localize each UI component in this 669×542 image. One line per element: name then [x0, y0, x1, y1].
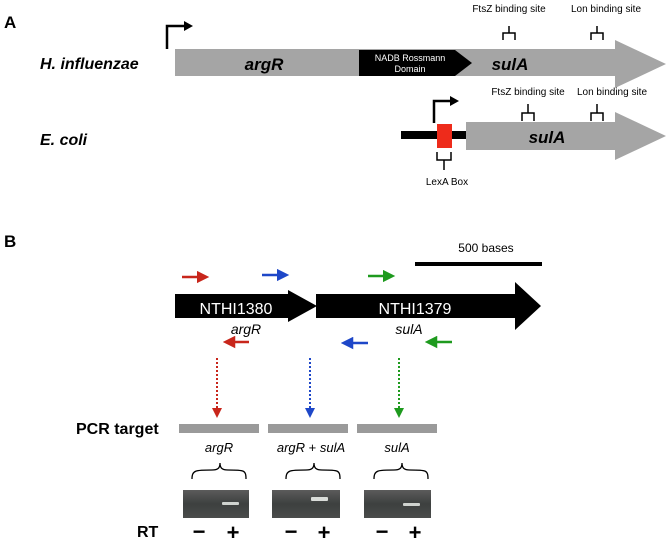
scale-bar [415, 262, 542, 266]
gene-nthi1379-id: NTHI1379 [379, 301, 452, 318]
hinf-lon-bracket [590, 26, 604, 40]
gel-image-3 [364, 490, 431, 518]
ecoli-upstream-line [401, 131, 467, 139]
ecoli-promoter-arrow [432, 96, 459, 123]
gel-brace-2 [285, 462, 341, 480]
pcr-target-bar-3 [357, 424, 437, 433]
hinf-sulA-label: sulA [492, 55, 529, 74]
ecoli-lon-bracket [590, 104, 604, 121]
gel-image-2 [272, 490, 340, 518]
gel-band-3 [403, 503, 420, 506]
gel-band-1 [222, 502, 239, 505]
ecoli-ftsz-bracket [521, 104, 535, 121]
gene-nthi1380-name: argR [231, 321, 261, 337]
gene-nthi1380-arrow [175, 290, 317, 322]
pcr-target-3-label: sulA [384, 440, 409, 455]
ecoli-sulA-arrow [466, 112, 666, 160]
hinf-lon-label: Lon binding site [571, 4, 641, 15]
ecoli-lon-label: Lon binding site [577, 87, 647, 98]
ecoli-organism-label: E. coli [40, 132, 88, 149]
pcr-target-1-label: argR [205, 440, 233, 455]
gene-nthi1379-arrow [316, 282, 541, 330]
rt-minus-1: − [193, 519, 206, 542]
scale-bar-label: 500 bases [458, 241, 513, 255]
nadb-domain-line1: NADB Rossmann [375, 53, 446, 63]
rt-label: RT [137, 524, 159, 541]
ecoli-ftsz-label: FtsZ binding site [491, 87, 565, 98]
ecoli-sulA-label: sulA [529, 128, 566, 147]
pcr-target-2-label: argR + sulA [277, 440, 345, 455]
lexa-bracket [436, 152, 452, 170]
lexa-box [437, 124, 452, 148]
panel-a-label: A [4, 13, 16, 32]
rt-plus-2: + [318, 520, 331, 542]
rt-minus-3: − [376, 519, 389, 542]
pcr-target-bar-1 [179, 424, 259, 433]
rt-plus-1: + [227, 520, 240, 542]
hinf-argR-label: argR [245, 55, 284, 74]
nadb-domain-line2: Domain [394, 64, 425, 74]
pcr-target-bar-2 [268, 424, 348, 433]
gel-band-2 [311, 497, 328, 501]
hinf-promoter-arrow [165, 21, 193, 49]
hinf-ftsz-label: FtsZ binding site [472, 4, 546, 15]
rt-plus-3: + [409, 520, 422, 542]
lexa-label: LexA Box [426, 177, 468, 188]
gel-brace-1 [191, 462, 247, 480]
hinf-organism-label: H. influenzae [40, 56, 139, 73]
gel-image-1 [183, 490, 249, 518]
gene-nthi1379-name: sulA [395, 321, 422, 337]
rt-minus-2: − [285, 519, 298, 542]
gene-nthi1380-id: NTHI1380 [200, 301, 273, 318]
pcr-target-label: PCR target [76, 421, 159, 438]
gel-brace-3 [373, 462, 429, 480]
panel-b-label: B [4, 232, 16, 251]
hinf-ftsz-bracket [502, 26, 516, 40]
nadb-domain-arrow [359, 50, 472, 76]
